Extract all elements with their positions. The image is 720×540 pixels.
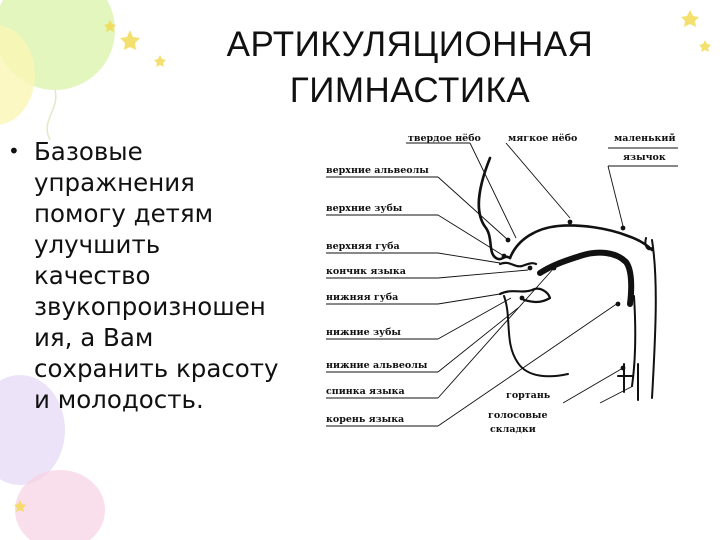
bullet-line: качество — [34, 261, 151, 290]
bullet-text: Базовые упражнения помогу детям улучшить… — [34, 136, 306, 415]
star-icon — [154, 55, 166, 67]
throat-back — [651, 239, 657, 399]
upper-lip-shape — [498, 261, 538, 268]
bullet-line: звукопроизношен — [34, 292, 266, 321]
palate-curve — [508, 224, 654, 260]
left-labels: верхние альвеолы верхние зубы верхняя гу… — [326, 165, 438, 427]
uvula-shape — [644, 237, 653, 251]
balloon-string — [46, 89, 57, 141]
label-vocal-folds-line-1: голосовые — [488, 410, 547, 421]
leader-lines — [406, 142, 678, 427]
star-icon — [14, 500, 26, 512]
label-uvula-line-1: маленький — [614, 133, 676, 144]
label-tongue-root: корень языка — [326, 414, 404, 425]
stars-decoration — [14, 10, 711, 512]
label-lower-alveoli: нижние альвеолы — [326, 360, 428, 371]
bullet-line: упражнения — [34, 168, 195, 197]
head-profile-drawing — [477, 156, 657, 401]
label-tongue-back: спинка языка — [326, 386, 405, 397]
lower-lip-shape — [498, 287, 552, 304]
star-icon — [104, 20, 116, 32]
nose-face-outline — [477, 156, 512, 261]
label-tongue-tip: кончик языка — [326, 266, 406, 277]
slide-title: АРТИКУЛЯЦИОННАЯ ГИМНАСТИКА — [150, 22, 670, 114]
label-larynx: гортань — [506, 390, 551, 401]
bullet-line: помогу детям — [34, 199, 214, 228]
tongue-shape — [537, 249, 635, 307]
label-upper-alveoli: верхние альвеолы — [326, 165, 429, 176]
anatomy-points — [501, 219, 626, 371]
bullet-icon: • — [8, 139, 20, 163]
bullet-line: Базовые — [34, 137, 143, 166]
bullet-line: улучшить — [34, 230, 161, 259]
bullet-line: сохранить красоту — [34, 354, 279, 383]
balloon-pink-shape — [15, 470, 105, 540]
bullet-line: и молодость. — [34, 385, 204, 414]
title-line-1: АРТИКУЛЯЦИОННАЯ — [226, 25, 594, 64]
jaw-outline — [503, 295, 569, 378]
star-icon — [699, 40, 711, 52]
star-icon — [681, 10, 699, 27]
bullet-line: ия, а Вам — [34, 323, 154, 352]
star-icon — [120, 30, 140, 50]
articulation-organs-diagram: верхние альвеолы верхние зубы верхняя гу… — [326, 133, 678, 435]
label-uvula-line-2: язычок — [623, 152, 666, 163]
label-upper-lip: верхняя губа — [326, 241, 400, 252]
label-upper-teeth: верхние зубы — [326, 203, 403, 214]
label-hard-palate: твердое нёбо — [408, 133, 481, 144]
pharynx-front — [631, 295, 637, 387]
balloon-purple-shape — [0, 375, 65, 485]
label-lower-lip: нижняя губа — [326, 292, 398, 303]
label-vocal-folds-line-2: складки — [490, 424, 536, 435]
label-soft-palate: мягкое нёбо — [508, 133, 577, 144]
balloon-yellow-shape — [0, 25, 35, 125]
label-lower-teeth: нижние зубы — [326, 327, 401, 338]
title-line-2: ГИМНАСТИКА — [289, 71, 531, 110]
